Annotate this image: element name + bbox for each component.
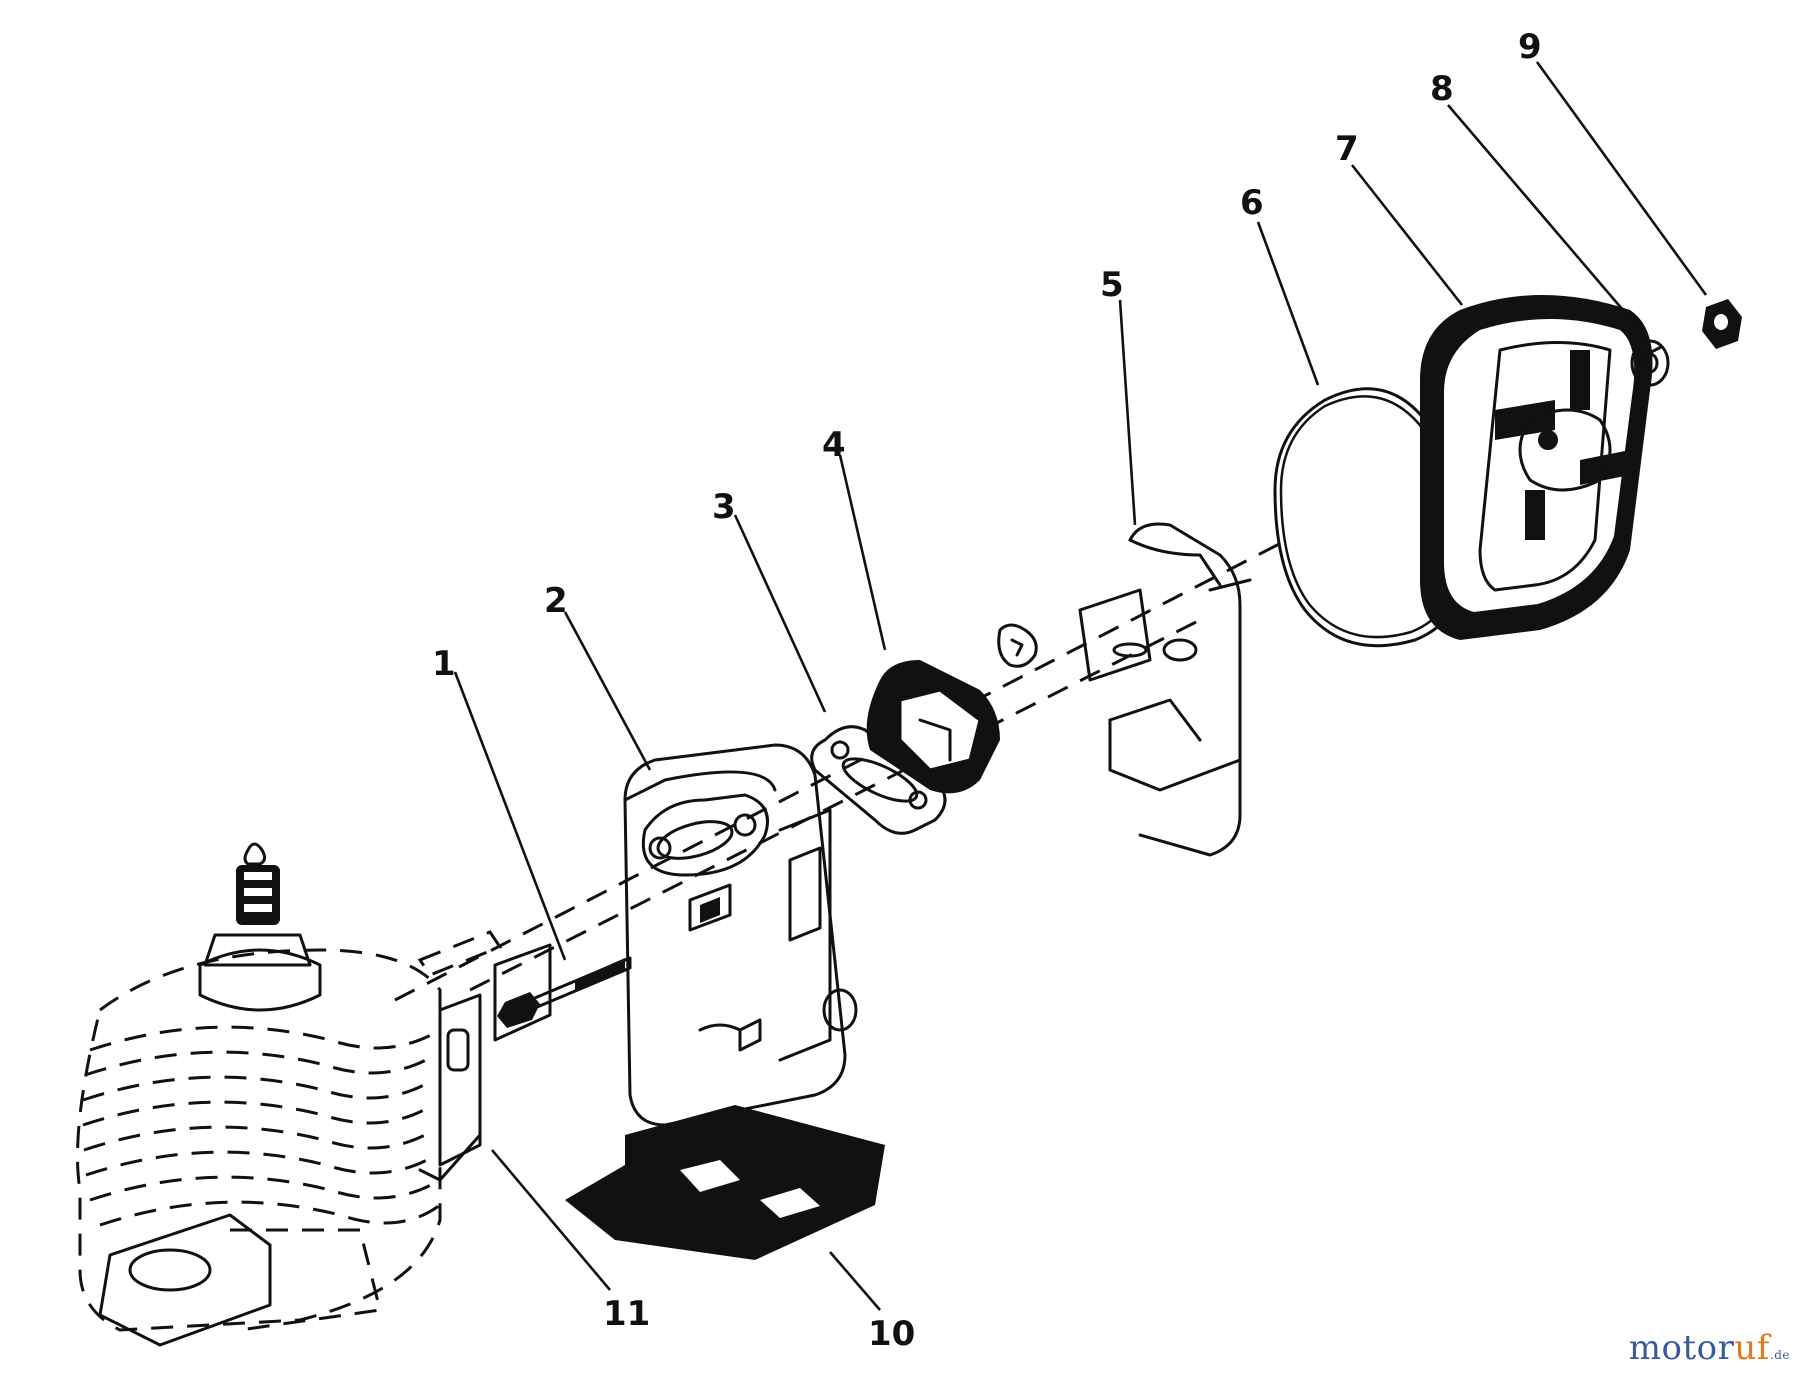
part-1-stud-bolt (417, 930, 632, 1042)
part-3-gasket (810, 725, 947, 835)
watermark-part1: motor (1628, 1328, 1735, 1368)
callout-4: 4 (822, 425, 846, 465)
callout-11: 11 (603, 1294, 650, 1334)
leader-5 (1118, 299, 1137, 526)
leader-10 (829, 1251, 881, 1311)
part-8-washer (1630, 339, 1670, 387)
part-10-heat-shield (565, 1105, 885, 1260)
leader-6 (1256, 221, 1320, 386)
part-4-baffle (866, 660, 1000, 794)
engine-cylinder (76, 842, 442, 1347)
small-clip (997, 623, 1038, 668)
leader-7 (1350, 164, 1464, 306)
watermark-logo: motoruf.de (1629, 1328, 1790, 1368)
part-9-nut (1702, 299, 1742, 349)
callout-8: 8 (1430, 69, 1454, 109)
part-11-bracket (418, 993, 482, 1182)
part-2-muffler-body (623, 743, 858, 1127)
leader-lines (453, 61, 1708, 1311)
leader-4 (838, 454, 887, 651)
leader-11 (491, 1149, 611, 1291)
callout-3: 3 (712, 487, 736, 527)
watermark-suffix: .de (1769, 1348, 1790, 1362)
leader-3 (733, 514, 827, 713)
callout-1: 1 (432, 644, 456, 684)
part-7-filter-housing (1420, 295, 1653, 640)
callout-labels: 1 2 3 4 5 6 7 8 9 10 11 (432, 27, 1542, 1354)
callout-10: 10 (868, 1314, 915, 1354)
leader-1 (453, 671, 567, 961)
callout-6: 6 (1240, 183, 1264, 223)
leader-9 (1535, 61, 1708, 296)
callout-5: 5 (1100, 265, 1124, 305)
assembly-axis-line-lower (469, 618, 1201, 992)
part-5-cover-bracket (1078, 522, 1252, 857)
leader-2 (563, 611, 652, 771)
watermark-part2: uf (1734, 1328, 1770, 1368)
callout-7: 7 (1335, 129, 1359, 169)
callout-2: 2 (544, 581, 568, 621)
leader-8 (1447, 104, 1641, 331)
callout-9: 9 (1518, 27, 1542, 67)
